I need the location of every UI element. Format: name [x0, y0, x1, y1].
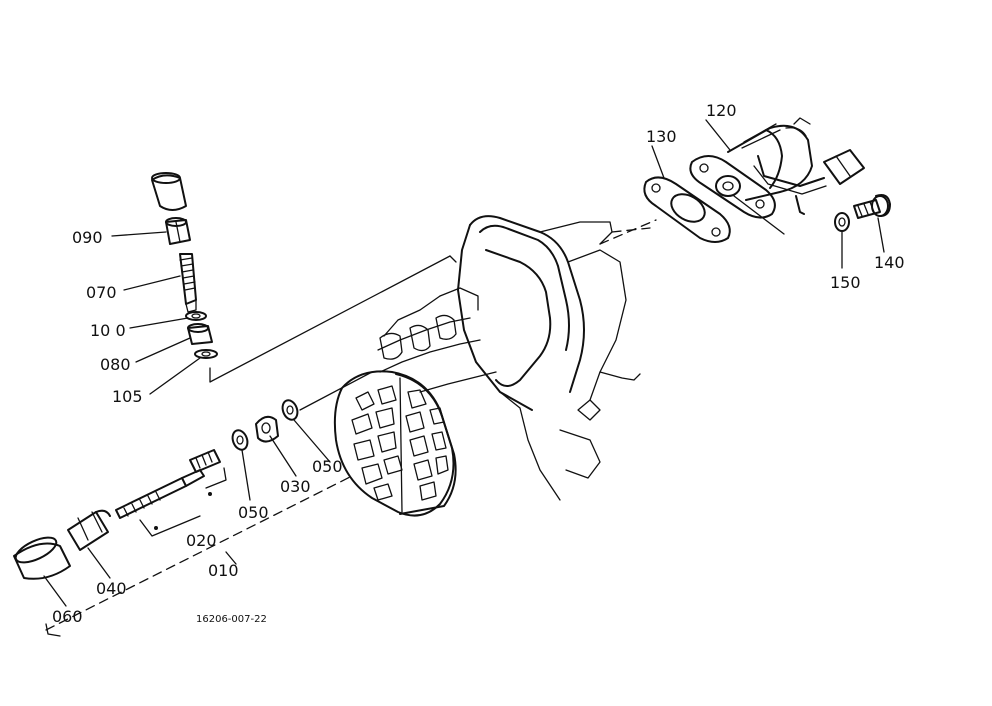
callout-labels: 090 070 10 0 080 105 060 040 020 010 050… — [52, 101, 905, 626]
label-050-left: 050 — [238, 503, 269, 522]
label-010: 010 — [208, 561, 239, 580]
label-070: 070 — [86, 283, 117, 302]
round-ribbed-cover — [333, 370, 457, 517]
label-150: 150 — [830, 273, 861, 292]
label-100: 10 0 — [90, 321, 126, 340]
label-140: 140 — [874, 253, 905, 272]
gear-case-housing — [377, 215, 651, 501]
label-030: 030 — [280, 477, 311, 496]
lower-left-parts — [13, 399, 353, 637]
label-120: 120 — [706, 101, 737, 120]
label-080: 080 — [100, 355, 131, 374]
label-060: 060 — [52, 607, 83, 626]
label-050-right: 050 — [312, 457, 343, 476]
label-040: 040 — [96, 579, 127, 598]
label-020: 020 — [186, 531, 217, 550]
fuel-valve-stack — [151, 172, 218, 359]
label-130: 130 — [646, 127, 677, 146]
label-090: 090 — [72, 228, 103, 247]
label-105: 105 — [112, 387, 143, 406]
injection-leader-lines — [209, 255, 457, 411]
solenoid-assembly — [599, 117, 891, 245]
figure-code: 16206-007-22 — [196, 614, 267, 625]
callout-leaders — [43, 119, 885, 607]
